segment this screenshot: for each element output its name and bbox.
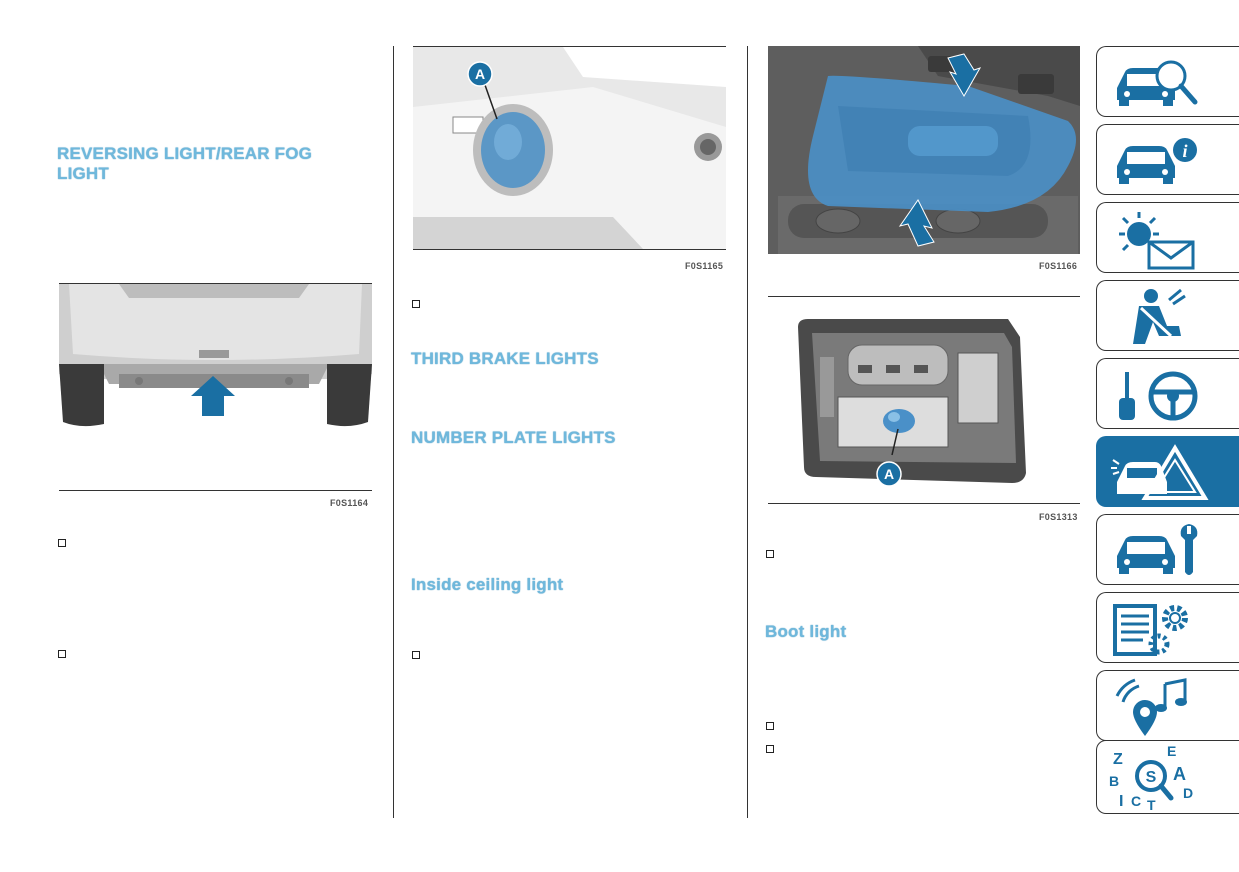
bullet-5 [766, 550, 774, 558]
figure-top-rule [413, 46, 726, 47]
tab-index[interactable]: Z E B A I C T D S [1096, 740, 1239, 814]
svg-text:B: B [1109, 773, 1119, 789]
svg-text:C: C [1131, 793, 1141, 809]
figure-code-f0s1165: F0S1165 [685, 261, 724, 271]
rear-fog-light-figure: A [413, 47, 726, 249]
seatbelt-person-icon [1133, 288, 1186, 344]
bullet-1 [58, 539, 66, 547]
svg-text:i: i [1182, 141, 1187, 161]
column-divider-2 [747, 46, 748, 818]
heading-third-brake-lights: THIRD BRAKE LIGHTS [411, 349, 599, 368]
svg-text:Z: Z [1113, 751, 1123, 768]
figure-top-rule [59, 283, 372, 284]
car-wrench-icon [1117, 524, 1198, 575]
alphabet-magnifier-icon: Z E B A I C T D S [1109, 746, 1193, 812]
tab-multimedia[interactable] [1096, 670, 1239, 741]
boot-light-figure: A [768, 297, 1080, 503]
rear-bumper-figure [59, 284, 372, 490]
list-gears-icon [1113, 604, 1188, 656]
bullet-2 [58, 650, 66, 658]
key-steering-wheel-icon [1119, 371, 1198, 421]
bullet-6 [766, 722, 774, 730]
bullet-7 [766, 745, 774, 753]
tab-safety[interactable] [1096, 280, 1239, 351]
tab-warning-lights-messages[interactable] [1096, 202, 1239, 273]
heading-boot-light: Boot light [765, 622, 847, 641]
svg-text:A: A [1173, 764, 1186, 784]
car-warning-triangle-icon [1111, 444, 1209, 500]
svg-text:I: I [1119, 793, 1123, 810]
tab-instrument-panel-info[interactable]: i [1096, 124, 1239, 195]
bullet-3 [412, 300, 420, 308]
ceiling-light-figure [768, 46, 1080, 254]
figure-code-f0s1166: F0S1166 [1039, 261, 1078, 271]
callout-a: A [884, 466, 894, 482]
tab-in-an-emergency[interactable] [1096, 436, 1239, 507]
figure-bottom-rule [413, 249, 726, 250]
tab-knowing-your-car[interactable] [1096, 46, 1239, 117]
tab-servicing-maintenance[interactable] [1096, 514, 1239, 585]
figure-code-f0s1164: F0S1164 [330, 498, 369, 508]
svg-text:D: D [1183, 785, 1193, 801]
figure-code-f0s1313: F0S1313 [1039, 512, 1078, 522]
tab-technical-specifications[interactable] [1096, 592, 1239, 663]
svg-text:E: E [1167, 746, 1176, 759]
warning-light-envelope-icon [1119, 212, 1195, 270]
tab-starting-driving[interactable] [1096, 358, 1239, 429]
bullet-4 [412, 651, 420, 659]
heading-number-plate-lights: NUMBER PLATE LIGHTS [411, 428, 616, 447]
column-divider-1 [393, 46, 394, 818]
svg-text:T: T [1147, 797, 1156, 812]
signal-music-icon [1115, 678, 1187, 736]
figure-bottom-rule [768, 503, 1080, 504]
figure-bottom-rule [59, 490, 372, 491]
figure-top-rule [768, 296, 1080, 297]
heading-reversing-light: REVERSING LIGHT/REAR FOG LIGHT [57, 144, 313, 183]
car-info-icon: i [1117, 138, 1197, 184]
heading-inside-ceiling-light: Inside ceiling light [411, 575, 564, 594]
callout-a: A [475, 66, 485, 82]
svg-text:S: S [1146, 769, 1157, 786]
car-magnifier-icon [1117, 60, 1198, 106]
